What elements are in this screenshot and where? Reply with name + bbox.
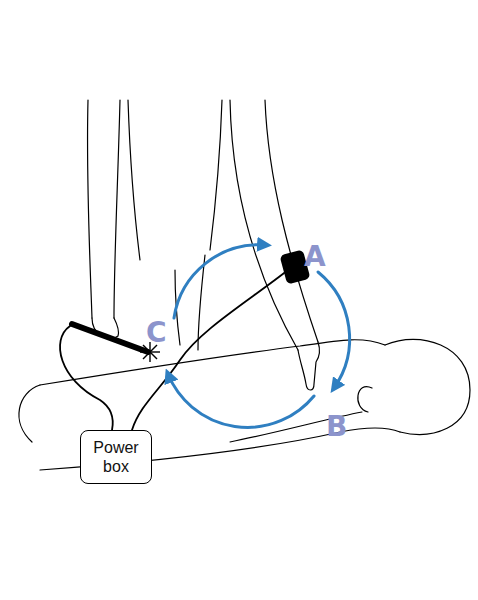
- patient-back: [40, 340, 385, 385]
- pointing-finger: [298, 342, 319, 390]
- cable: [132, 270, 288, 430]
- operator-arm: [265, 100, 318, 342]
- point-label: C: [146, 318, 167, 348]
- current-arrow: [174, 245, 266, 318]
- current-arrow: [318, 272, 350, 388]
- operator-arm: [114, 100, 120, 318]
- patient-hip: [19, 385, 40, 442]
- handpiece: [72, 324, 148, 352]
- patient-head: [385, 339, 470, 434]
- operator-arm: [230, 100, 298, 350]
- operator-torso: [210, 100, 222, 250]
- power-box: Power box: [80, 430, 152, 484]
- current-arrow: [168, 374, 314, 427]
- node-text-group: Power box: [81, 438, 151, 476]
- point-label: A: [304, 242, 326, 272]
- point-label: B: [326, 412, 347, 442]
- operator-arm: [87, 100, 92, 318]
- cable: [60, 326, 113, 430]
- patient-ear: [358, 387, 372, 412]
- box-label: Power box: [81, 438, 151, 476]
- operator-torso: [128, 100, 140, 260]
